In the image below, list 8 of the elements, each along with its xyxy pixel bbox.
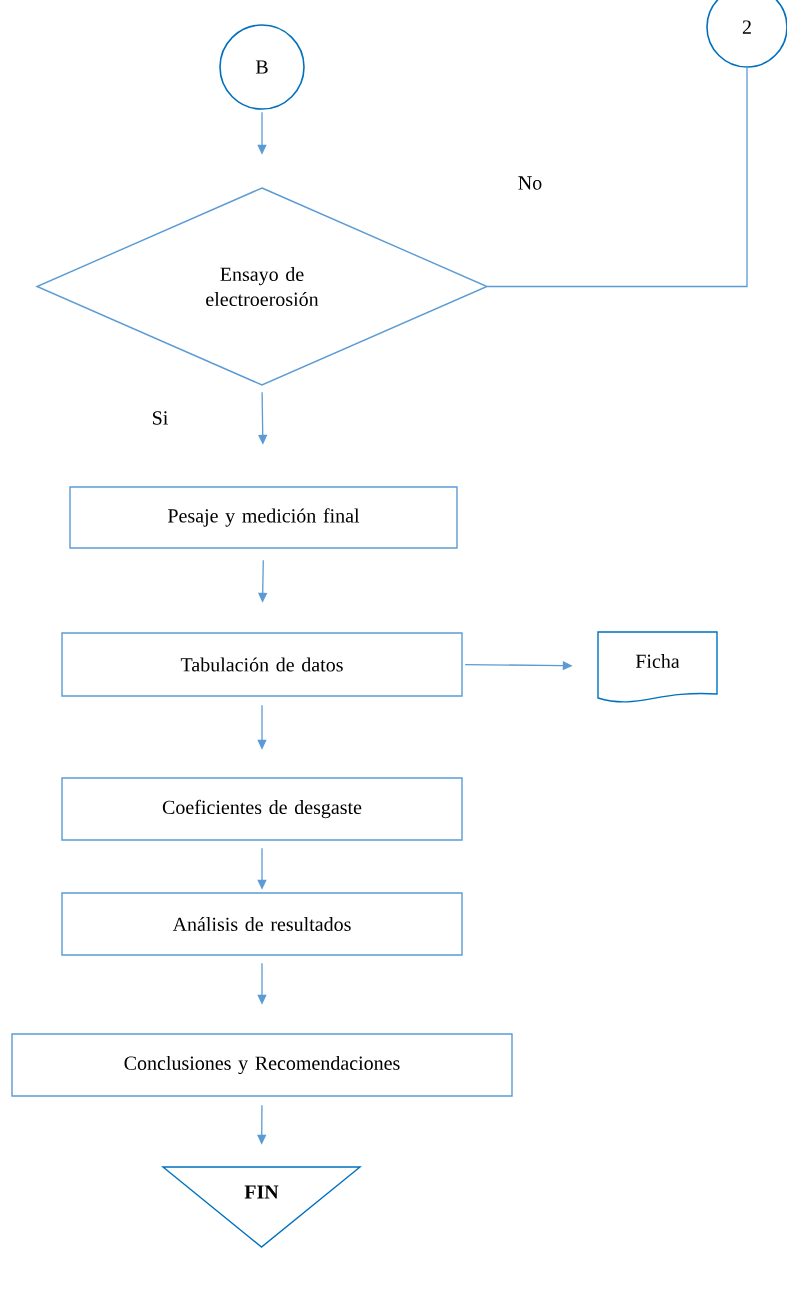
process-box: Tabulación de datos: [61, 632, 463, 697]
edge-label: Si: [150, 410, 170, 426]
connector-line: [486, 66, 748, 288]
process-box: Coeficientes de desgaste: [61, 777, 463, 841]
process-box: Pesaje y medición final: [69, 486, 458, 549]
process-box: Conclusiones y Recomendaciones: [11, 1033, 513, 1097]
edge-label: No: [516, 175, 544, 191]
process-box: Análisis de resultados: [61, 892, 463, 956]
